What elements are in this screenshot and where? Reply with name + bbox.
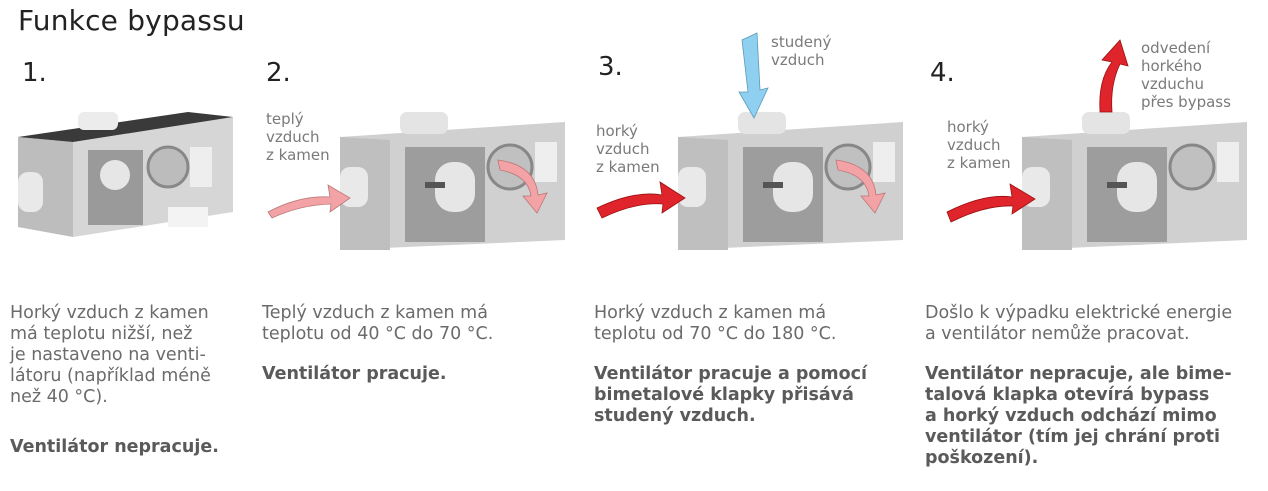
warm-inflow-arrow-step-2 [267,184,351,219]
step-3-status: Ventilátor pracuje a pomocí bimetalové k… [594,364,868,426]
step-2-status: Ventilátor pracuje. [262,364,447,384]
hot-inflow-arrow-step-4 [946,183,1036,223]
step-4-status: Ventilátor nepracuje, ale bime- talová k… [925,364,1232,468]
bypass-hot-arrow-step-4 [1099,39,1129,113]
airflow-arrows-layer [267,32,1129,223]
warm-fan-arrow-step-2 [497,159,548,214]
cold-air-arrow-step-3 [738,32,769,119]
step-3-cold-air-label: studený vzduch [771,33,832,69]
ventilation-unit-4-illustration [1022,112,1247,250]
step-4-bypass-label: odvedení horkého vzduchu přes bypass [1141,39,1231,111]
step-1-number: 1. [22,58,47,88]
step-2-number: 2. [266,58,291,88]
step-3-number: 3. [598,52,623,82]
ventilation-unit-2-illustration [340,112,565,250]
step-4-inflow-label: horký vzduch z kamen [947,118,1011,172]
step-4-number: 4. [930,58,955,88]
ventilation-unit-3-illustration [678,112,903,250]
warm-fan-arrow-step-3 [835,159,886,214]
step-2-description: Teplý vzduch z kamen má teplotu od 40 °C… [262,303,494,344]
step-3-description: Horký vzduch z kamen má teplotu od 70 °C… [594,303,837,344]
step-2-inflow-label: teplý vzduch z kamen [266,110,330,164]
step-1-status: Ventilátor nepracuje. [10,437,219,457]
hot-inflow-arrow-step-3 [596,181,686,219]
step-1-description: Horký vzduch z kamen má teplotu nižší, n… [10,303,211,407]
step-4-description: Došlo k výpadku elektrické energie a ven… [925,303,1233,344]
ventilation-unit-1-illustration [18,112,233,237]
step-3-inflow-label: horký vzduch z kamen [596,122,660,176]
page-title: Funkce bypassu [18,4,245,37]
